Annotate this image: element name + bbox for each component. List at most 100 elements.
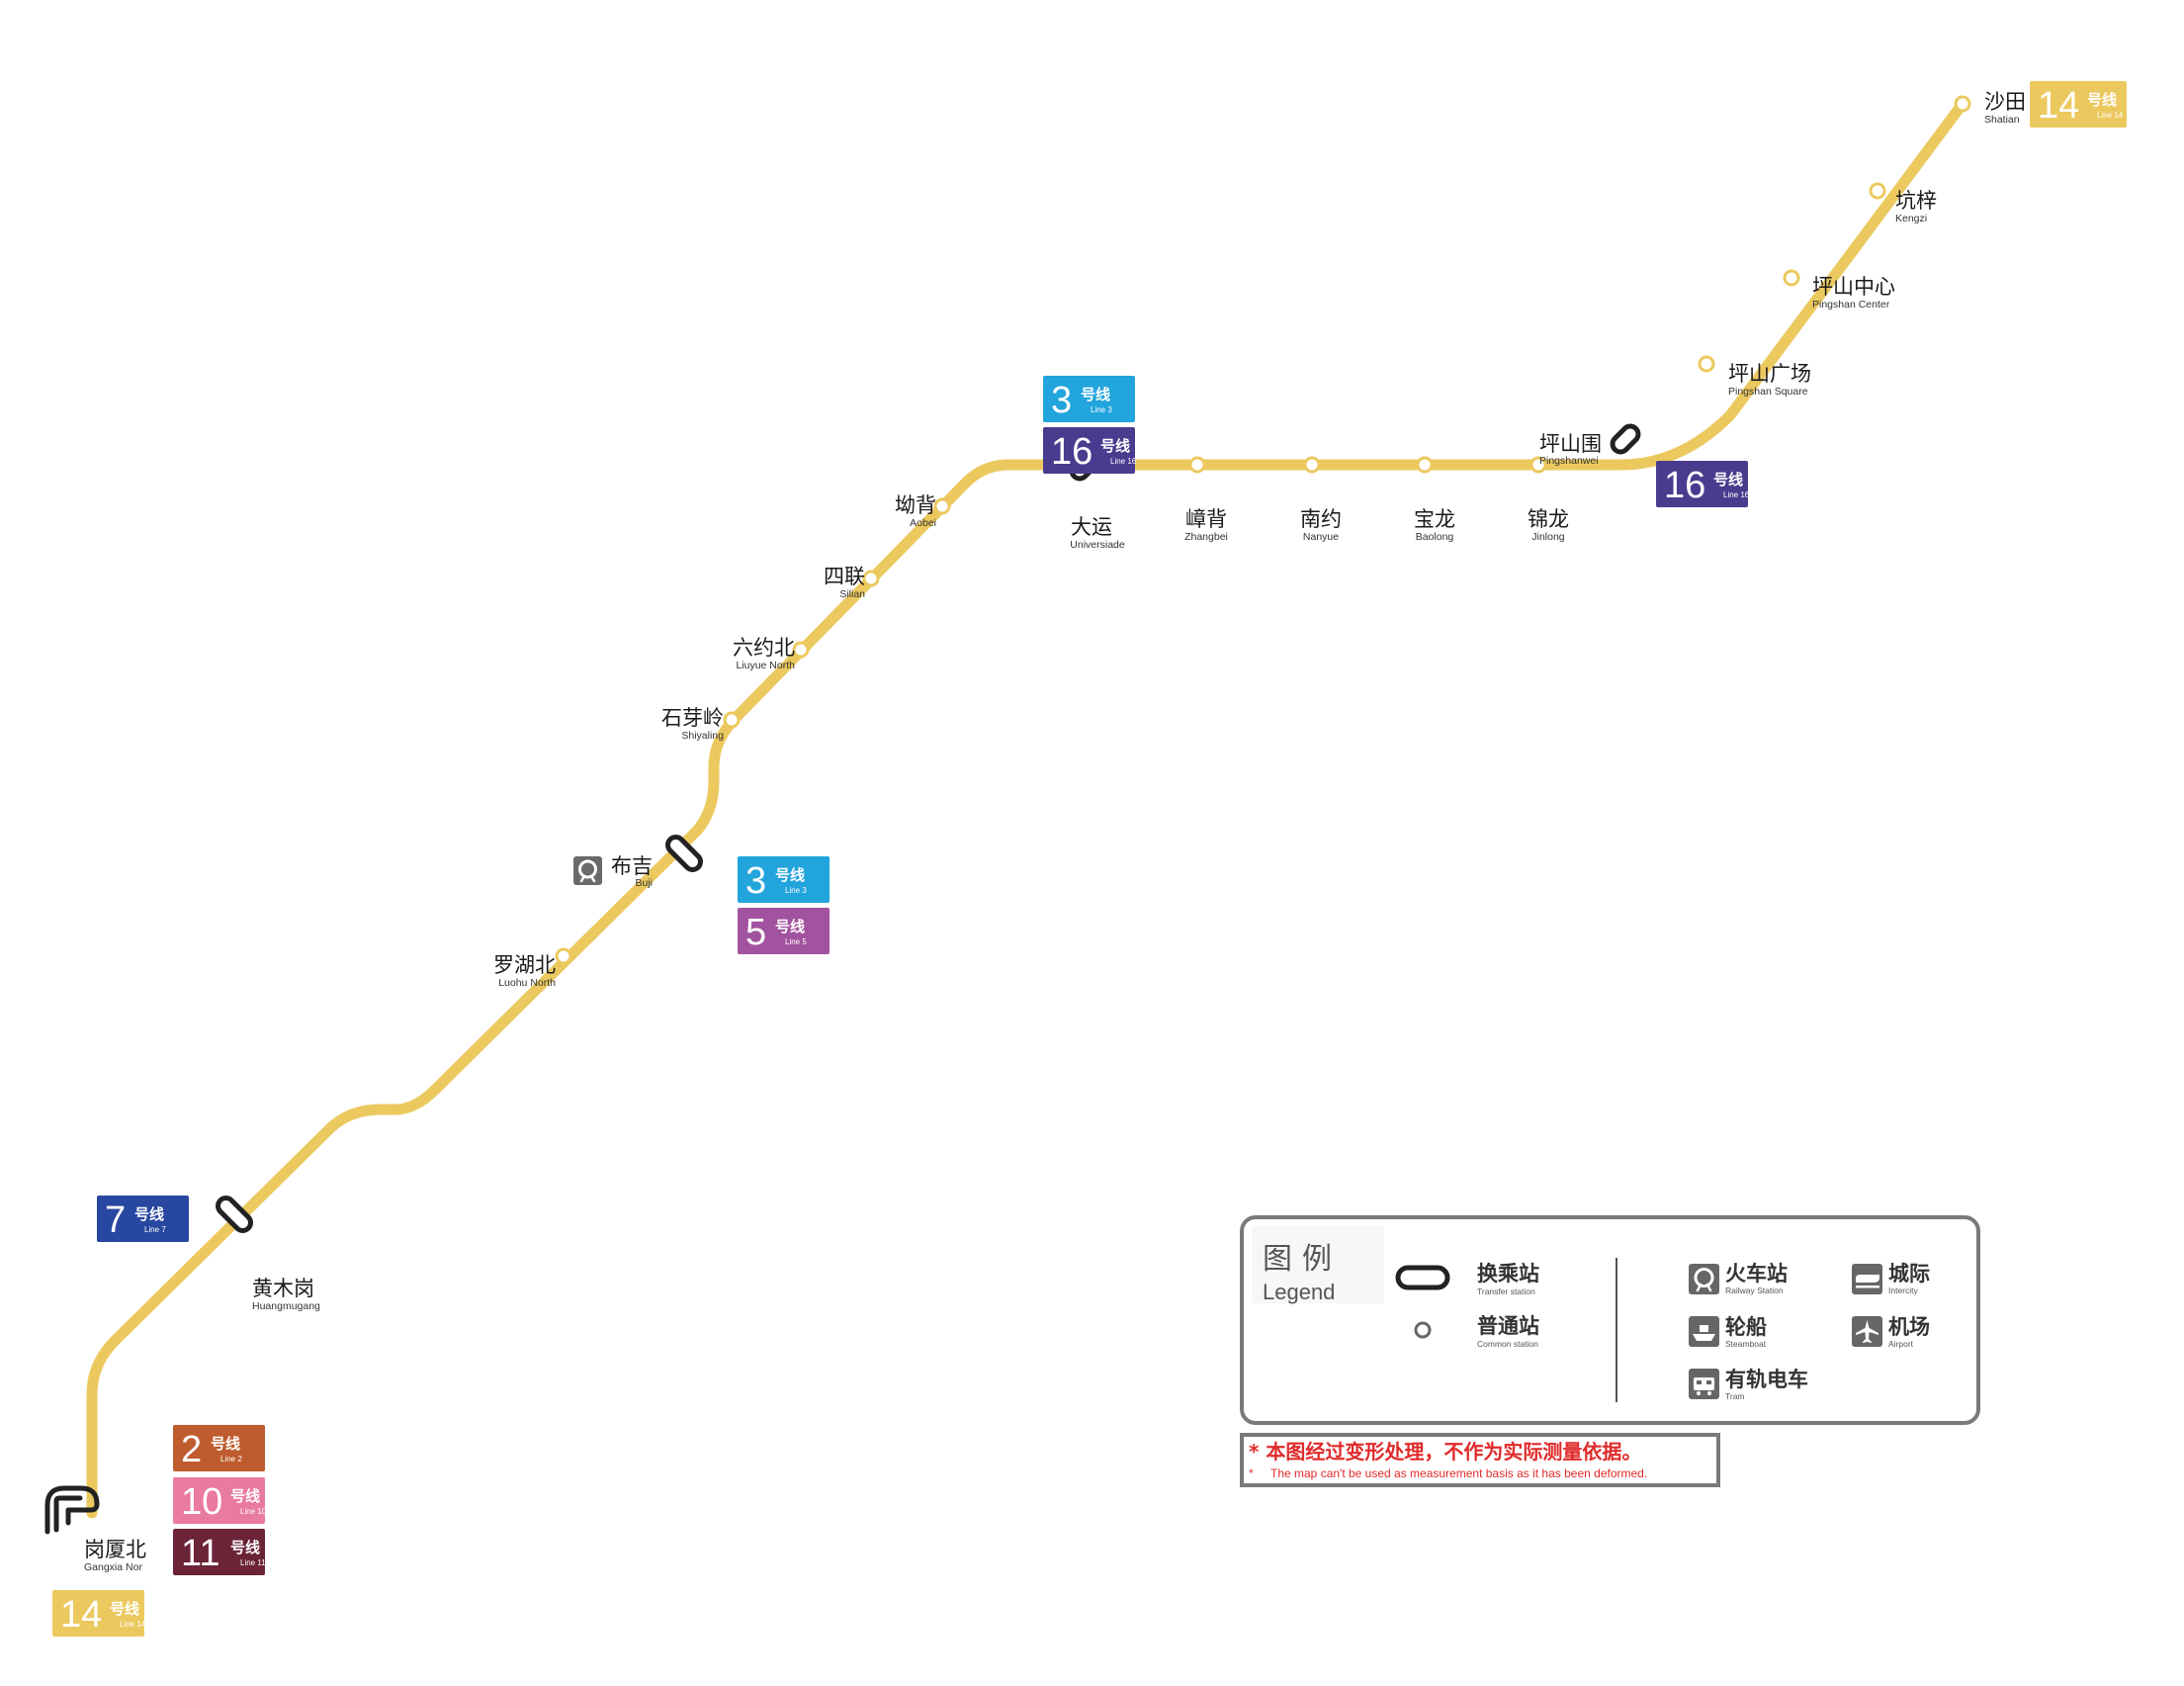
line-badge-bg: [97, 1196, 189, 1242]
line-badge-label-en: Line 3: [1091, 405, 1112, 414]
station-dot-aobei[interactable]: [933, 497, 951, 515]
legend-common-label: 普通站: [1477, 1314, 1539, 1338]
station-label-pingshan-square: 坪山广场 Pingshan Square: [1728, 362, 1811, 398]
railway-station-icon: [1689, 1264, 1719, 1294]
line-badge-label-en: Line 11: [240, 1558, 266, 1567]
line-badge-label-zh: 号线: [1081, 386, 1110, 403]
line-badge-label-zh: 号线: [110, 1600, 139, 1618]
station-label-baolong: 宝龙 Baolong: [1414, 507, 1455, 543]
station-label-pingshanwei: 坪山围 Pingshanwei: [1539, 432, 1602, 467]
line-badge-label-zh: 号线: [134, 1205, 164, 1223]
line-badge-number: 3: [1051, 380, 1072, 421]
line-badge-bg: [1043, 376, 1135, 422]
line-badge-bg: [738, 908, 830, 954]
legend-transfer-label: 换乘站: [1477, 1262, 1539, 1286]
station-label-universiade: 大运 Universiade: [1070, 515, 1125, 551]
station-name-zh: 罗湖北: [493, 953, 556, 977]
line-badge-bg: [52, 1590, 144, 1637]
line-badge-label-zh: 号线: [2087, 91, 2117, 109]
legend-box: 图例 Legend 换乘站 Transfer station 普通站 Commo…: [1240, 1215, 1980, 1425]
legend-intercity-sublabel: Intercity: [1888, 1286, 1919, 1295]
line-badge-label-zh: 号线: [230, 1487, 260, 1505]
legend-tram-label: 有轨电车: [1725, 1368, 1808, 1391]
station-dot-liuyue-north[interactable]: [792, 641, 810, 659]
station-name-zh: 宝龙: [1414, 507, 1455, 531]
line-badge-number: 16: [1051, 431, 1092, 473]
station-name-zh: 坪山围: [1539, 432, 1602, 456]
line-badge-label-en: Line 16: [1723, 490, 1750, 499]
legend-title: 图例: [1263, 1242, 1342, 1277]
line-badge-label-zh: 号线: [1713, 471, 1743, 488]
station-dot-luohu-north[interactable]: [555, 947, 572, 965]
airport-icon: [1852, 1316, 1882, 1347]
common-stations: [555, 95, 1971, 965]
line-badge-bg: [173, 1529, 265, 1575]
legend-steamboat-label: 轮船: [1725, 1315, 1767, 1339]
station-label-buji: 布吉 Buji: [611, 854, 653, 889]
line-badge-bg: [173, 1477, 265, 1524]
legend-transfer-symbol: [1395, 1265, 1450, 1290]
station-name-en: Buji: [635, 877, 653, 889]
line-14-route: [86, 98, 1968, 1519]
station-label-kengzi: 坑梓 Kengzi: [1895, 189, 1937, 224]
station-dot-baolong[interactable]: [1416, 456, 1434, 474]
line-badge-label-zh: 号线: [230, 1539, 260, 1556]
line-badge-bg: [1043, 427, 1135, 474]
station-dot-jinlong[interactable]: [1529, 456, 1547, 474]
station-label-zhangbei: 嶂背 Zhangbei: [1184, 507, 1228, 543]
transfer-station-buji[interactable]: [664, 834, 704, 873]
line-badge-label-zh: 号线: [211, 1435, 240, 1453]
line-badge-number: 5: [745, 912, 766, 953]
legend-tram-sublabel: Tram: [1725, 1391, 1745, 1401]
station-dot-pingshan-center[interactable]: [1783, 269, 1800, 287]
intercity-icon: [1852, 1264, 1882, 1294]
station-name-en: Jinlong: [1531, 531, 1564, 543]
line-badge-label-zh: 号线: [775, 866, 805, 884]
transfer-station-huangmugang[interactable]: [215, 1195, 254, 1234]
line-badge-buji-5[interactable]: 5 号线 Line 5: [738, 908, 830, 954]
line-badge-bg: [173, 1425, 265, 1471]
station-name-zh: 坪山中心: [1812, 275, 1895, 299]
line-badge-bg: [738, 856, 830, 903]
line-badge-number: 3: [745, 860, 766, 902]
station-label-jinlong: 锦龙 Jinlong: [1528, 507, 1569, 543]
legend-transfer-sublabel: Transfer station: [1477, 1287, 1535, 1296]
station-dot-shatian[interactable]: [1954, 95, 1971, 113]
station-name-zh: 坪山广场: [1728, 362, 1811, 386]
line-badge-bg: [2030, 81, 2127, 128]
legend-airport-sublabel: Airport: [1888, 1339, 1914, 1349]
line-badge-number: 7: [105, 1199, 126, 1241]
line-badge-universiade-3[interactable]: 3 号线 Line 3: [1043, 376, 1135, 422]
transfer-station-gangxia-north[interactable]: [44, 1485, 100, 1535]
steamboat-icon: [1689, 1316, 1719, 1347]
disclaimer-frame: [1240, 1433, 1720, 1487]
station-label-luohu-north: 罗湖北 Luohu North: [493, 953, 556, 989]
station-name-zh: 嶂背: [1185, 507, 1227, 531]
station-name-zh: 黄木岗: [252, 1277, 314, 1300]
disclaimer-text-en: The map can't be used as measurement bas…: [1270, 1466, 1647, 1480]
line-badge-label-en: Line 14: [2097, 111, 2124, 120]
line-badge-label-en: Line 5: [785, 937, 807, 946]
station-dot-silian[interactable]: [862, 570, 880, 587]
legend-intercity-label: 城际: [1888, 1262, 1930, 1286]
station-dot-shiyaling[interactable]: [723, 711, 741, 729]
station-dot-kengzi[interactable]: [1869, 182, 1886, 200]
legend-subtitle: Legend: [1263, 1280, 1335, 1304]
legend-common-sublabel: Common station: [1477, 1339, 1538, 1349]
transfer-station-pingshanwei[interactable]: [1610, 423, 1642, 456]
station-dot-pingshan-square[interactable]: [1698, 355, 1715, 373]
station-dot-zhangbei[interactable]: [1188, 456, 1206, 474]
line-badge-bg: [1656, 461, 1748, 507]
station-dot-nanyue[interactable]: [1303, 456, 1321, 474]
line-badge-label-en: Line 10: [240, 1507, 267, 1516]
line-badge-label-zh: 号线: [775, 918, 805, 935]
